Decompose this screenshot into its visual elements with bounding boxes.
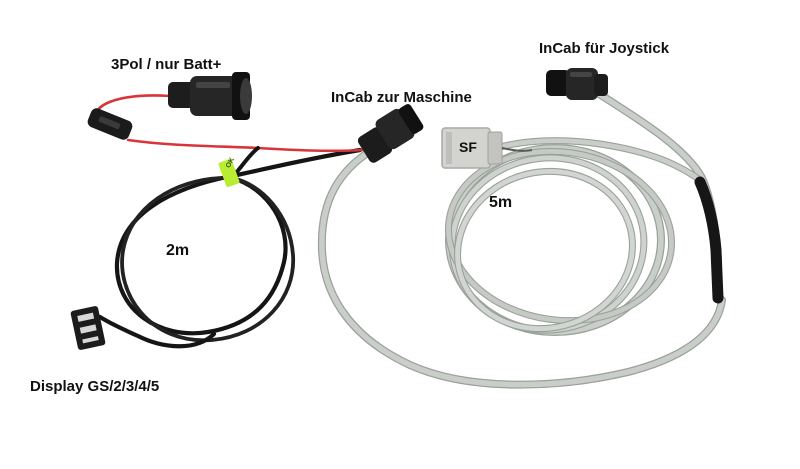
fuse-holder xyxy=(87,108,133,140)
incab-joystick-connector xyxy=(546,68,608,100)
grey-cable-incab-machine xyxy=(317,146,726,389)
label-power-plug: 3Pol / nur Batt+ xyxy=(111,56,222,73)
label-length-black: 2m xyxy=(166,242,190,259)
label-incab-joystick: InCab für Joystick xyxy=(539,40,670,57)
label-sf-connector: SF xyxy=(459,139,477,155)
label-display: Display GS/2/3/4/5 xyxy=(30,378,160,395)
label-length-grey: 5m xyxy=(489,194,513,211)
display-connector xyxy=(70,306,106,350)
ok-tag xyxy=(218,158,240,188)
sf-connector xyxy=(441,127,533,169)
heat-shrink-sleeve xyxy=(694,176,724,304)
power-socket-connector xyxy=(168,72,252,120)
incab-machine-connector xyxy=(357,104,424,163)
grey-cable-5m-coil xyxy=(444,137,704,336)
label-incab-machine: InCab zur Maschine xyxy=(331,89,472,106)
black-cable-2m xyxy=(97,147,363,349)
